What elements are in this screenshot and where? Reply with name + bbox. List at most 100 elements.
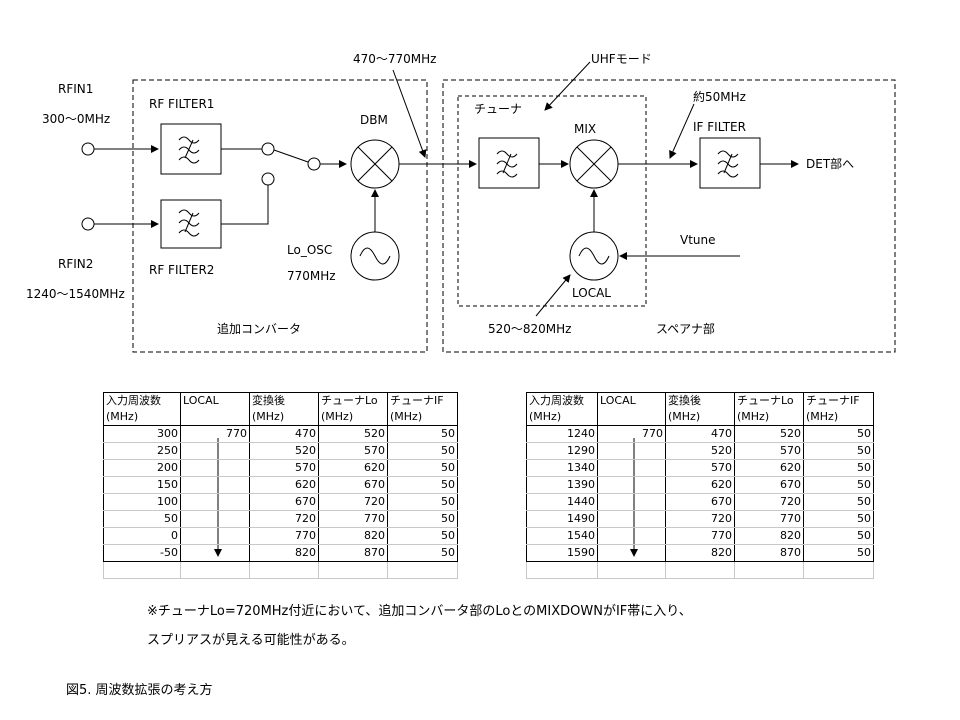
cell: 570 xyxy=(665,459,735,477)
cell: 770 xyxy=(318,510,388,528)
lo-osc-label: Lo_OSC xyxy=(287,243,332,257)
freq-470-770-label: 470〜770MHz xyxy=(353,52,437,66)
cell: 50 xyxy=(803,544,874,562)
cell xyxy=(597,476,666,494)
cell xyxy=(597,544,666,562)
rfin2-terminal xyxy=(81,217,95,231)
if-filter-label: IF FILTER xyxy=(693,120,746,134)
mix-mixer xyxy=(569,139,619,189)
unit-cell: (MHz) xyxy=(103,409,181,426)
cell: 300 xyxy=(103,425,181,443)
cell xyxy=(180,527,250,545)
rf-filter1-block xyxy=(160,123,222,175)
unit-cell xyxy=(180,409,250,426)
cell xyxy=(180,476,250,494)
cell: 570 xyxy=(318,442,388,460)
unit-cell: (MHz) xyxy=(318,409,388,426)
cell: -50 xyxy=(103,544,181,562)
cell xyxy=(597,493,666,511)
tuner-filter-block xyxy=(478,137,540,189)
header-cell: チューナIF xyxy=(387,392,458,409)
cell: 620 xyxy=(318,459,388,477)
header-cell: チューナIF xyxy=(803,392,874,409)
cell xyxy=(597,527,666,545)
uhf-mode-label: UHFモード xyxy=(591,52,652,66)
cell: 570 xyxy=(249,459,319,477)
cell: 470 xyxy=(665,425,735,443)
cell: 820 xyxy=(665,544,735,562)
lo-osc xyxy=(350,231,400,281)
cell: 50 xyxy=(803,493,874,511)
cell: 520 xyxy=(318,425,388,443)
unit-cell: (MHz) xyxy=(803,409,874,426)
cell: 50 xyxy=(803,459,874,477)
local-osc xyxy=(569,231,619,281)
cell: 770 xyxy=(597,425,666,443)
unit-cell: (MHz) xyxy=(526,409,598,426)
cell: 770 xyxy=(249,527,319,545)
cell: 1590 xyxy=(526,544,598,562)
spectrum-section-box xyxy=(442,79,896,353)
cell: 1490 xyxy=(526,510,598,528)
cell xyxy=(597,459,666,477)
table-empty-row xyxy=(103,561,458,579)
cell: 470 xyxy=(249,425,319,443)
header-cell: 変換後 xyxy=(665,392,735,409)
cell: 50 xyxy=(803,510,874,528)
cell: 50 xyxy=(103,510,181,528)
cell: 50 xyxy=(803,442,874,460)
cell: 720 xyxy=(318,493,388,511)
cell: 820 xyxy=(318,527,388,545)
unit-cell xyxy=(597,409,666,426)
cell xyxy=(180,493,250,511)
table-units-row: (MHz) (MHz) (MHz) (MHz) xyxy=(526,409,874,426)
cell: 50 xyxy=(803,527,874,545)
unit-cell: (MHz) xyxy=(249,409,319,426)
figure-caption: 図5. 周波数拡張の考え方 xyxy=(66,683,213,698)
header-cell: チューナLo xyxy=(318,392,388,409)
switch-contact-1 xyxy=(261,142,275,156)
cell: 50 xyxy=(387,425,458,443)
cell: 520 xyxy=(665,442,735,460)
cell: 620 xyxy=(734,459,804,477)
cell: 50 xyxy=(387,459,458,477)
local-label: LOCAL xyxy=(572,286,611,300)
mix-label: MIX xyxy=(574,122,596,136)
cell: 820 xyxy=(734,527,804,545)
vtune-label: Vtune xyxy=(680,233,716,247)
add-converter-box xyxy=(132,79,428,353)
approx-50-label: 約50MHz xyxy=(693,89,746,104)
cell: 50 xyxy=(387,544,458,562)
cell: 1440 xyxy=(526,493,598,511)
cell: 670 xyxy=(734,476,804,494)
cell: 150 xyxy=(103,476,181,494)
det-label: DET部へ xyxy=(806,156,854,171)
dbm-label: DBM xyxy=(360,113,388,127)
dbm-mixer xyxy=(350,139,400,189)
cell: 720 xyxy=(665,510,735,528)
cell xyxy=(597,442,666,460)
cell: 50 xyxy=(387,476,458,494)
cell: 670 xyxy=(249,493,319,511)
table-rfin1: 入力周波数 LOCAL 変換後 チューナLo チューナIF (MHz) (MHz… xyxy=(103,392,458,579)
cell xyxy=(180,544,250,562)
cell: 620 xyxy=(249,476,319,494)
cell: 770 xyxy=(665,527,735,545)
note-line-2: スプリアスが見える可能性がある。 xyxy=(147,633,355,648)
table-units-row: (MHz) (MHz) (MHz) (MHz) xyxy=(103,409,458,426)
cell: 870 xyxy=(734,544,804,562)
header-cell: 入力周波数 xyxy=(526,392,598,409)
table-header-row: 入力周波数 LOCAL 変換後 チューナLo チューナIF xyxy=(103,392,458,409)
table-rfin2: 入力周波数 LOCAL 変換後 チューナLo チューナIF (MHz) (MHz… xyxy=(526,392,874,579)
if-filter-block xyxy=(699,137,761,189)
